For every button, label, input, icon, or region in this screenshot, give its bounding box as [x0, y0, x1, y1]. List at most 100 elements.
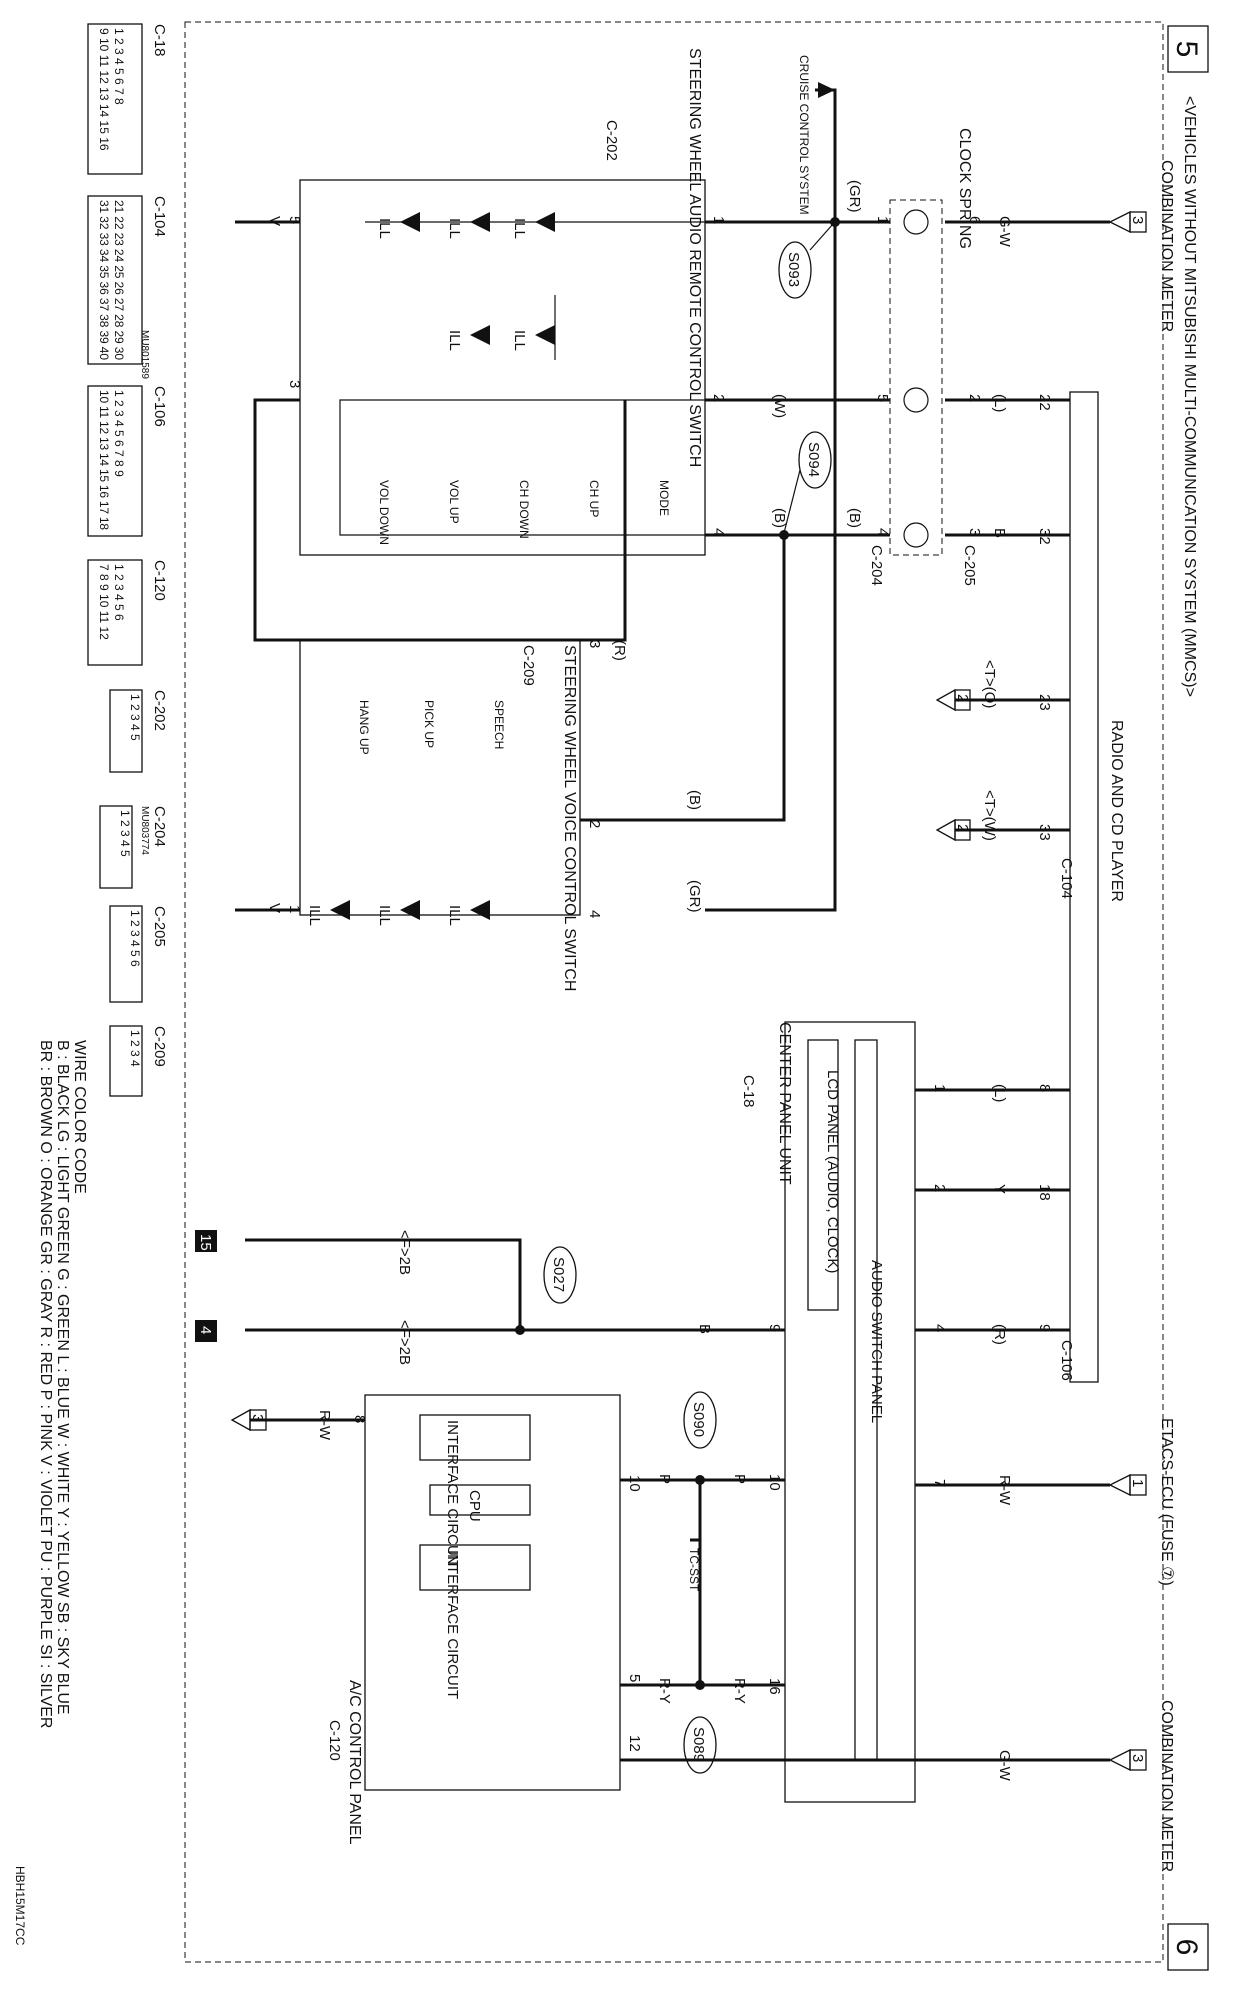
- page-prev-box[interactable]: [1167, 25, 1209, 73]
- svg-text:16: 16: [766, 1678, 783, 1695]
- connector-c120-label: C-120: [151, 560, 168, 601]
- connector-c120-row2: 7 8 9 10 11 12: [97, 564, 111, 640]
- svg-text:ILL: ILL: [376, 905, 393, 926]
- svg-text:<T>(W): <T>(W): [981, 790, 998, 841]
- svg-text:<F>2B: <F>2B: [396, 1230, 413, 1275]
- audio-remote-conn-label: C-202: [603, 120, 620, 161]
- radio-conn-c106-ref: C-106: [1058, 1340, 1075, 1381]
- svg-text:(R): (R): [991, 1324, 1008, 1345]
- svg-text:ETACS-ECU (FUSE ⑦): ETACS-ECU (FUSE ⑦): [1158, 1418, 1175, 1586]
- svg-text:LCD PANEL (AUDIO, CLOCK): LCD PANEL (AUDIO, CLOCK): [824, 1070, 841, 1273]
- page-next-number[interactable]: 6: [1170, 1939, 1203, 1956]
- svg-text:ILL: ILL: [446, 905, 463, 926]
- svg-text:ILL: ILL: [511, 330, 528, 351]
- svg-text:STEERING WHEEL VOICE CONTROL S: STEERING WHEEL VOICE CONTROL SWITCH: [561, 645, 578, 991]
- svg-text:18: 18: [1036, 1184, 1053, 1201]
- svg-text:1: 1: [931, 1084, 948, 1092]
- connector-c202-label: C-202: [151, 690, 168, 731]
- cruise-control-label: CRUISE CONTROL SYSTEM: [797, 55, 811, 215]
- svg-text:9: 9: [766, 1324, 783, 1332]
- svg-text:PICK UP: PICK UP: [422, 700, 436, 748]
- svg-text:2: 2: [954, 694, 971, 702]
- svg-text:(B): (B): [846, 508, 863, 528]
- svg-text:<F>2B: <F>2B: [396, 1320, 413, 1365]
- svg-text:TC-SST: TC-SST: [687, 1548, 701, 1592]
- connector-c209-label: C-209: [151, 1026, 168, 1067]
- svg-text:G-W: G-W: [996, 216, 1013, 248]
- svg-text:(GR): (GR): [686, 880, 703, 913]
- svg-text:VOL UP: VOL UP: [447, 480, 461, 524]
- svg-text:2: 2: [954, 824, 971, 832]
- radio-conn-c104-ref: C-104: [1058, 858, 1075, 899]
- svg-text:3: 3: [249, 1414, 266, 1422]
- svg-text:R-W: R-W: [316, 1410, 333, 1441]
- audio-remote-switch: STEERING WHEEL AUDIO REMOTE CONTROL SWIT…: [235, 48, 727, 556]
- svg-text:(B): (B): [686, 790, 703, 810]
- splice-s089: [683, 1716, 717, 1774]
- svg-text:P: P: [731, 1474, 748, 1484]
- wire-color-code-line1: B : BLACK LG : LIGHT GREEN G : GREEN L :…: [54, 1040, 71, 1715]
- svg-text:7: 7: [931, 1479, 948, 1487]
- connector-c202-row1: 1 2 3 4 5: [128, 694, 142, 741]
- svg-text:23: 23: [1036, 694, 1053, 711]
- page-title: <VEHICLES WITHOUT MITSUBISHI MULTI-COMMU…: [1181, 96, 1198, 697]
- connector-c204-label: C-204: [151, 806, 168, 847]
- svg-text:(W): (W): [771, 394, 788, 418]
- wire-color-code: WIRE COLOR CODE B : BLACK LG : LIGHT GRE…: [13, 1040, 88, 1946]
- svg-text:4: 4: [931, 1324, 948, 1332]
- ref-15: 15: [197, 1234, 214, 1251]
- svg-text:(R): (R): [611, 640, 628, 661]
- ac-panel-conn-label: C-120: [326, 1720, 343, 1761]
- svg-text:<T>(O): <T>(O): [981, 660, 998, 708]
- svg-text:COMBINATION METER: COMBINATION METER: [1158, 160, 1175, 332]
- svg-text:(L): (L): [991, 1084, 1008, 1102]
- connector-c104-row1: 21 22 23 24 25 26 27 28 29 30: [112, 200, 126, 360]
- svg-text:6: 6: [966, 216, 983, 224]
- connector-c106-part: MU801589: [139, 330, 150, 379]
- svg-text:22: 22: [1036, 394, 1053, 411]
- svg-text:S090: S090: [690, 1402, 707, 1437]
- svg-text:R-Y: R-Y: [656, 1678, 673, 1704]
- svg-text:CPU: CPU: [466, 1490, 483, 1522]
- svg-text:3: 3: [1129, 1754, 1146, 1762]
- svg-text:CLOCK SPRING: CLOCK SPRING: [956, 128, 973, 249]
- svg-text:ILL: ILL: [511, 218, 528, 239]
- svg-text:VOL DOWN: VOL DOWN: [377, 480, 391, 545]
- svg-text:S094: S094: [805, 442, 822, 477]
- splice-s094: [798, 431, 832, 489]
- connector-c106-row2: 10 11 12 13 14 15 16 17 18: [97, 390, 111, 530]
- connector-c204-part: MU803774: [139, 806, 150, 855]
- wire-color-code-title: WIRE COLOR CODE: [71, 1040, 88, 1194]
- svg-text:4: 4: [710, 528, 727, 536]
- svg-text:Y: Y: [991, 1184, 1008, 1194]
- splice-s027: [543, 1246, 577, 1304]
- svg-text:S027: S027: [550, 1257, 567, 1292]
- svg-text:SPEECH: SPEECH: [492, 700, 506, 749]
- svg-text:HANG UP: HANG UP: [357, 700, 371, 755]
- svg-text:R-Y: R-Y: [731, 1678, 748, 1704]
- svg-text:(B): (B): [771, 508, 788, 528]
- svg-text:2: 2: [710, 394, 727, 402]
- svg-text:1: 1: [1129, 1479, 1146, 1487]
- svg-text:CH DOWN: CH DOWN: [517, 480, 531, 539]
- voice-switch-conn-label: C-209: [520, 645, 537, 686]
- svg-text:INTERFACE CIRCUIT: INTERFACE CIRCUIT: [444, 1550, 461, 1699]
- svg-text:1: 1: [874, 216, 891, 224]
- svg-text:AUDIO SWITCH PANEL: AUDIO SWITCH PANEL: [868, 1260, 885, 1423]
- svg-text:MODE: MODE: [657, 480, 671, 516]
- svg-text:R-W: R-W: [996, 1475, 1013, 1506]
- page-prev-number[interactable]: 5: [1170, 41, 1203, 58]
- svg-text:3: 3: [286, 380, 303, 388]
- svg-text:ILL: ILL: [376, 218, 393, 239]
- svg-text:3: 3: [966, 528, 983, 536]
- svg-text:2: 2: [931, 1184, 948, 1192]
- svg-text:3: 3: [586, 640, 603, 648]
- connector-c205-row1: 1 2 3 4 5 6: [128, 910, 142, 967]
- wire-color-code-line2: BR : BROWN O : ORANGE GR : GRAY R : RED …: [37, 1040, 54, 1728]
- svg-text:4: 4: [586, 910, 603, 918]
- svg-text:P: P: [656, 1474, 673, 1484]
- page-next-box[interactable]: [1167, 1923, 1209, 1971]
- radio-cd-player-label: RADIO AND CD PLAYER: [1108, 720, 1125, 902]
- clock-spring-conn-c205-ref: C-205: [961, 545, 978, 586]
- svg-text:32: 32: [1036, 528, 1053, 545]
